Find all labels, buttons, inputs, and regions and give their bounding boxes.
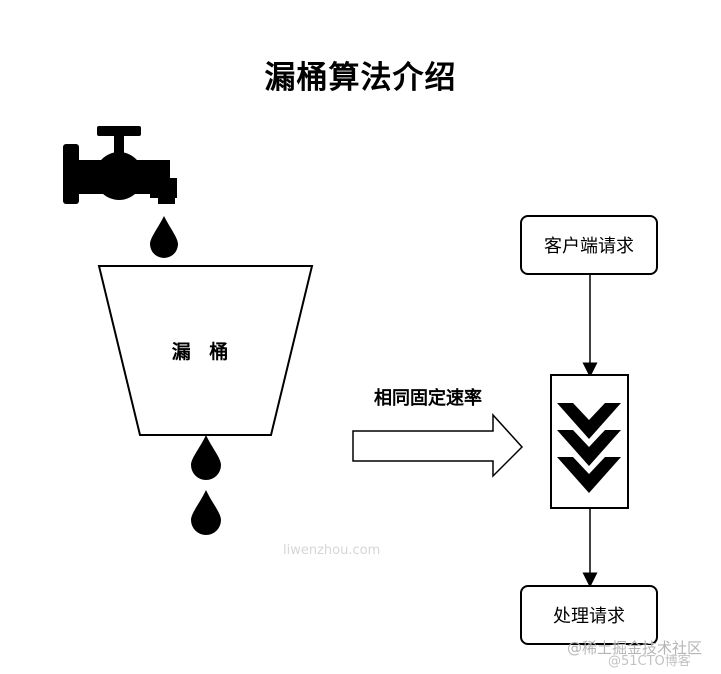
water-drop-icon (191, 435, 221, 480)
faucet-icon (63, 126, 177, 204)
chevron-down-icon (557, 403, 621, 493)
diagram-title: 漏桶算法介绍 (264, 60, 457, 96)
process-request-label: 处理请求 (553, 606, 625, 627)
rate-label: 相同固定速率 (374, 388, 482, 409)
process-request-box: 处理请求 (520, 585, 658, 645)
water-drop-icon (150, 216, 178, 258)
watermark: @稀土掘金技术社区 (567, 639, 703, 657)
bucket-shape (97, 265, 314, 436)
water-drop-icon (191, 490, 221, 535)
client-request-label: 客户端请求 (544, 236, 634, 257)
client-request-box: 客户端请求 (520, 215, 658, 275)
arrow-right-icon (352, 413, 524, 478)
watermark: @51CTO博客 (608, 654, 691, 669)
bucket-label: 漏 桶 (171, 341, 235, 363)
watermark: liwenzhou.com (283, 543, 381, 558)
